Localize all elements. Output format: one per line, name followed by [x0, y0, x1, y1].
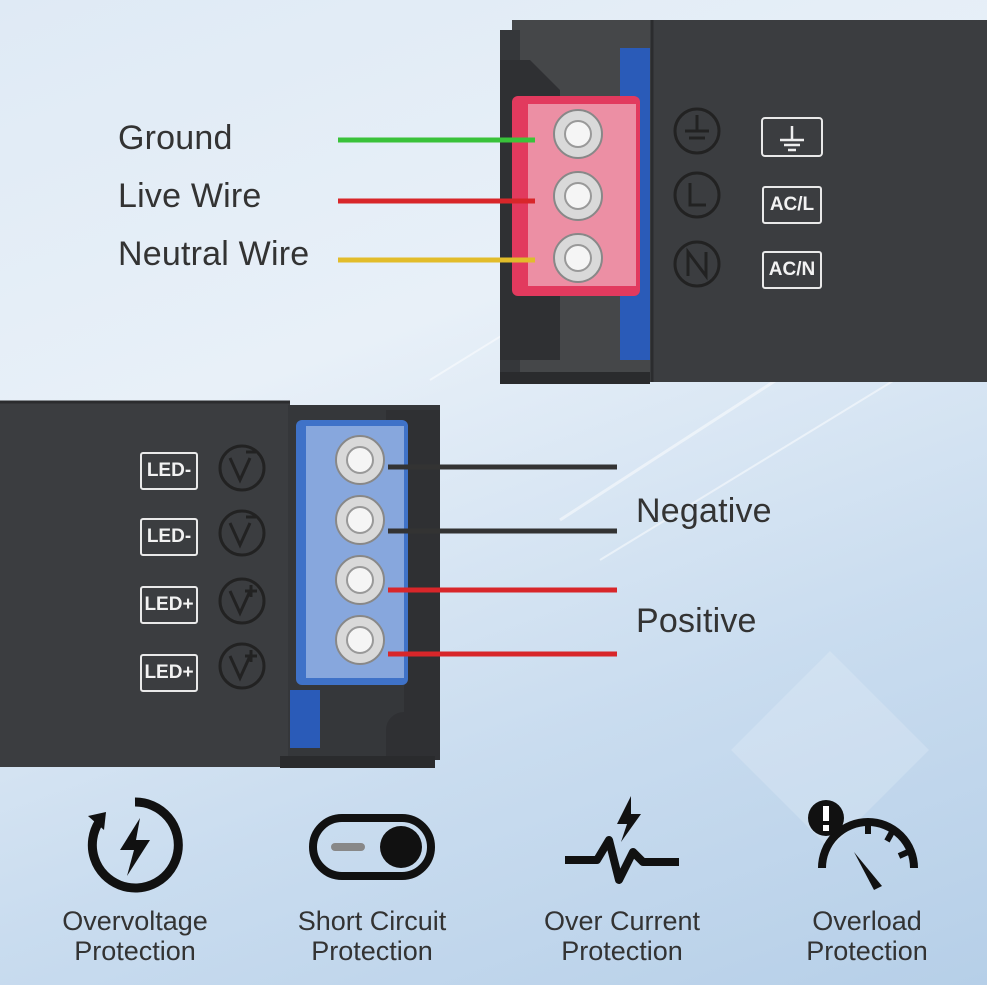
led-minus-tag: LED-: [140, 518, 198, 556]
feature-overload: Overload Protection: [752, 790, 982, 966]
feature-short-circuit: Short Circuit Protection: [257, 790, 487, 966]
gauge-warning-icon: [808, 800, 918, 890]
terminal-screw: [335, 555, 385, 605]
feature-overvoltage: Overvoltage Protection: [20, 790, 250, 966]
terminal-screw: [553, 171, 603, 221]
v-plus-symbol-icon: [218, 642, 266, 690]
neutral-symbol-icon: [673, 240, 721, 288]
ac-n-tag: AC/N: [762, 251, 822, 289]
v-plus-symbol-icon: [218, 577, 266, 625]
terminal-screw: [335, 435, 385, 485]
feature-label-line2: Protection: [561, 936, 683, 966]
ground-label: Ground: [118, 119, 233, 157]
terminal-screw: [335, 495, 385, 545]
feature-label-line2: Protection: [74, 936, 196, 966]
earth-tag-icon: [761, 117, 823, 157]
led-minus-tag: LED-: [140, 452, 198, 490]
led-plus-tag: LED+: [140, 654, 198, 692]
terminal-screw: [553, 109, 603, 159]
lightning-cycle-icon: [87, 797, 183, 893]
ac-l-tag: AC/L: [762, 186, 822, 224]
feature-label-line2: Protection: [806, 936, 928, 966]
current-spike-icon: [565, 796, 679, 884]
terminal-screw: [553, 233, 603, 283]
feature-label-line1: Overload: [812, 906, 922, 936]
top-terminal-block: [512, 96, 640, 296]
negative-label: Negative: [636, 492, 772, 530]
positive-label: Positive: [636, 602, 757, 640]
v-minus-symbol-icon: [218, 444, 266, 492]
feature-over-current: Over Current Protection: [507, 790, 737, 966]
live-symbol-icon: [673, 171, 721, 219]
toggle-switch-icon: [309, 814, 435, 880]
led-plus-tag: LED+: [140, 586, 198, 624]
terminal-screw: [335, 615, 385, 665]
live-wire-label: Live Wire: [118, 177, 262, 215]
feature-label-line1: Short Circuit: [297, 906, 447, 936]
bottom-terminal-block: [296, 420, 408, 685]
neutral-wire-label: Neutral Wire: [118, 235, 310, 273]
ground-symbol-icon: [673, 107, 721, 155]
v-minus-symbol-icon: [218, 509, 266, 557]
feature-label-line1: Over Current: [543, 906, 701, 936]
feature-label-line1: Overvoltage: [62, 906, 208, 936]
feature-label-line2: Protection: [311, 936, 433, 966]
